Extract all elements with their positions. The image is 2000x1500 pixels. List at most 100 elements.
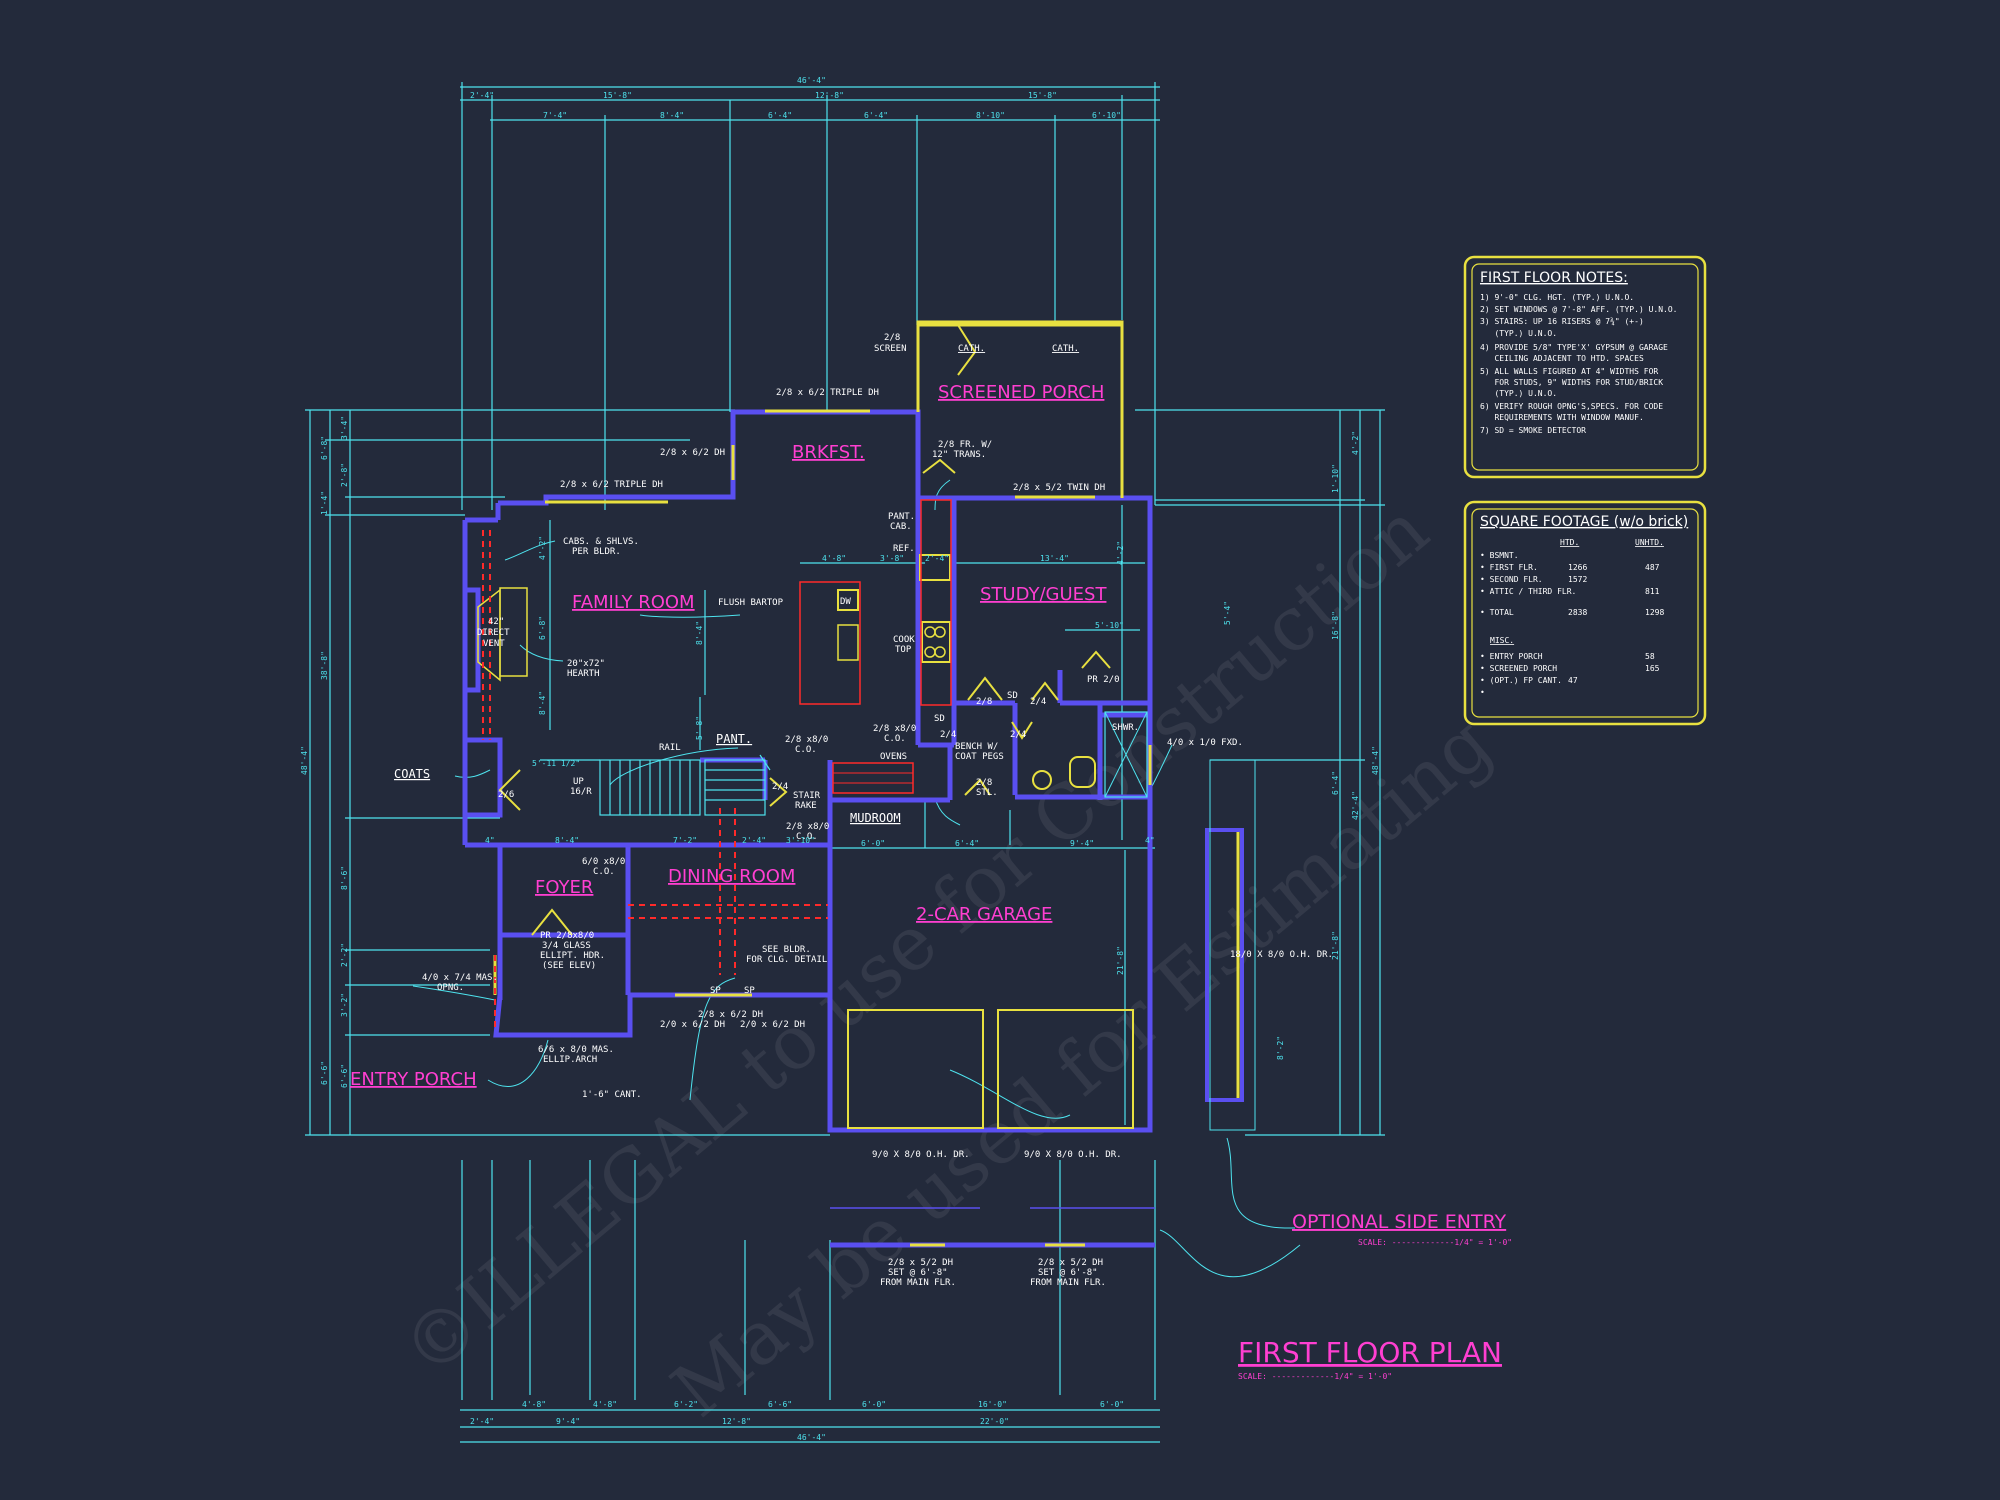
label-co-pant-2: C.O. [795, 745, 817, 755]
label-dw: DW [840, 597, 851, 607]
dim-bottom-3-0: 4'-8" [522, 1400, 546, 1409]
dim-int-side-v: 8'-2" [1276, 1036, 1285, 1060]
notes-item: CEILING ADJACENT TO HTD. SPACES [1480, 354, 1644, 363]
label-set-dh2-2: SET @ 6'-8" [1038, 1268, 1098, 1278]
annotation-labels: 2/8 x 6/2 TRIPLE DH 2/8 x 6/2 DH 2/8 x 6… [422, 333, 1333, 1288]
dim-right-3-0: 1'-10" [1331, 464, 1340, 493]
label-cabs-2: PER BLDR. [572, 547, 621, 557]
sqft-misc-title: MISC. [1490, 636, 1514, 645]
label-set-dh1-3: FROM MAIN FLR. [880, 1278, 956, 1288]
dim-bottom-2-1: 9'-4" [556, 1417, 580, 1426]
dim-int-k3: 2'-4" [925, 554, 949, 563]
label-ref: REF. [893, 544, 915, 554]
label-bench-1: BENCH W/ [955, 742, 998, 752]
dim-top-3-5: 6'-10" [1092, 111, 1121, 120]
sqft-title: SQUARE FOOTAGE (w/o brick) [1480, 514, 1688, 530]
door-swings [498, 324, 1111, 936]
dim-right-2-0: 4'-2" [1351, 431, 1360, 455]
dim-top-overall: 46'-4" [797, 76, 826, 85]
sqft-row-label: • TOTAL [1480, 608, 1514, 617]
room-mudroom: MUDROOM [850, 811, 901, 825]
dim-int-fr3: 6'-8" [538, 616, 547, 640]
sqft-misc-htd: 47 [1568, 676, 1578, 685]
dim-bottom-3-2: 6'-2" [674, 1400, 698, 1409]
label-ohdr-1: 9/0 X 8/0 O.H. DR. [872, 1150, 970, 1160]
dim-int-w4b: 4" [1145, 836, 1155, 845]
label-see-bldr-1: SEE BLDR. [762, 945, 811, 955]
sqft-misc-label: • SCREENED PORCH [1480, 664, 1557, 673]
plan-titles: OPTIONAL SIDE ENTRY SCALE: -------------… [1238, 1211, 1512, 1381]
label-stair-rake-2: RAKE [795, 801, 817, 811]
label-cath-1: CATH. [958, 344, 985, 354]
label-triple-dh-top: 2/8 x 6/2 TRIPLE DH [776, 388, 879, 398]
dim-int-stu: 5'-10" [1095, 621, 1124, 630]
label-co-foyer-2: C.O. [593, 867, 615, 877]
page-title-scale: SCALE: -------------1/4" = 1'-0" [1238, 1372, 1392, 1381]
dim-left-2-0: 6'-8" [320, 436, 329, 460]
label-bench-2: COAT PEGS [955, 752, 1004, 762]
notes-item: (TYP.) U.N.O. [1480, 389, 1557, 398]
label-dh-dining-left: 2/0 x 6/2 DH [660, 1020, 725, 1030]
screened-porch-outline [916, 320, 1124, 498]
sqft-row-label: • ATTIC / THIRD FLR. [1480, 587, 1576, 596]
label-dh-dining-right: 2/0 x 6/2 DH [740, 1020, 805, 1030]
dim-right-3-1: 16'-8" [1331, 611, 1340, 640]
label-fr-trans-1: 2/8 FR. W/ [938, 440, 992, 450]
side-entry-scale: SCALE: -------------1/4" = 1'-0" [1358, 1238, 1512, 1247]
room-brkfst: BRKFST. [792, 442, 865, 463]
room-dining-room: DINING ROOM [668, 866, 795, 887]
label-pant-cab-1: PANT. [888, 512, 915, 522]
dim-top-2-1: 15'-8" [603, 91, 632, 100]
label-door-24c: 2/4 [772, 782, 788, 792]
dim-int-k4: 13'-4" [1040, 554, 1069, 563]
label-hearth-1: 20"x72" [567, 659, 605, 669]
label-pr-door-3: ELLIPT. HDR. [540, 951, 605, 961]
sqft-misc-label: • [1480, 688, 1485, 697]
dim-left-2-2: 6'-6" [320, 1061, 329, 1085]
label-fxd: 4/0 x 1/0 FXD. [1167, 738, 1243, 748]
notes-item: 3) STAIRS: UP 16 RISERS @ 7¾" (+-) [1480, 317, 1644, 326]
label-sd: SD [1007, 691, 1018, 701]
dim-right-overall: 48'-4" [1371, 746, 1380, 775]
label-shwr: SHWR. [1112, 723, 1139, 733]
label-sd-2: SD [934, 714, 945, 724]
label-screen-2: SCREEN [874, 344, 907, 354]
sqft-misc-label: • ENTRY PORCH [1480, 652, 1543, 661]
label-set-dh1-2: SET @ 6'-8" [888, 1268, 948, 1278]
dim-int-stair1: 5'-11 1/2" [532, 759, 580, 768]
dim-int-w4: 4" [485, 836, 495, 845]
dim-bottom-2-2: 12'-8" [722, 1417, 751, 1426]
label-co-oven-1: 2/8 x8/0 [873, 724, 916, 734]
square-footage-panel: SQUARE FOOTAGE (w/o brick) HTD. UNHTD. •… [1463, 500, 1707, 726]
dim-right-3-2: 6'-4" [1331, 771, 1340, 795]
room-coats: COATS [394, 767, 430, 781]
notes-item: FOR STUDS, 9" WIDTHS FOR STUD/BRICK [1480, 378, 1663, 387]
label-co-stair-2: C.O. [796, 832, 818, 842]
label-mas-opng-1: 4/0 x 7/4 MAS. [422, 973, 498, 983]
sqft-misc-unhtd: 165 [1645, 664, 1660, 673]
label-door-24a: 2/4 [1030, 697, 1046, 707]
dim-bottom-3-1: 4'-8" [593, 1400, 617, 1409]
label-door-24b: 2/4 [1010, 730, 1026, 740]
dim-left-3-1: 2'-8" [340, 463, 349, 487]
room-study-guest: STUDY/GUEST [980, 584, 1107, 605]
dim-top-3-3: 6'-4" [864, 111, 888, 120]
dim-bottom-3-6: 6'-0" [1100, 1400, 1124, 1409]
label-triple-dh-left: 2/8 x 6/2 TRIPLE DH [560, 480, 663, 490]
label-direct-vent-2: DIRECT [477, 628, 510, 638]
label-cabs-1: CABS. & SHLVS. [563, 537, 639, 547]
label-cath-2: CATH. [1052, 344, 1079, 354]
label-co-foyer-1: 6/0 x8/0 [582, 857, 625, 867]
label-dh-left: 2/8 x 6/2 DH [660, 448, 725, 458]
dim-top-3-2: 6'-4" [768, 111, 792, 120]
label-up-2: 16/R [570, 787, 592, 797]
windows [493, 340, 1240, 1100]
room-garage: 2-CAR GARAGE [916, 904, 1052, 925]
notes-item: 7) SD = SMOKE DETECTOR [1480, 426, 1586, 435]
dim-left-3-3: 8'-6" [340, 866, 349, 890]
dimension-text: 46'-4" 2'-4" 15'-8" 12'-8" 15'-8" 7'-4" … [300, 76, 1380, 1442]
label-mas-opng-2: OPNG. [437, 983, 464, 993]
label-ohdr-2: 9/0 X 8/0 O.H. DR. [1024, 1150, 1122, 1160]
label-sp-2: SP [744, 986, 755, 996]
dim-top-2-3: 15'-8" [1028, 91, 1057, 100]
